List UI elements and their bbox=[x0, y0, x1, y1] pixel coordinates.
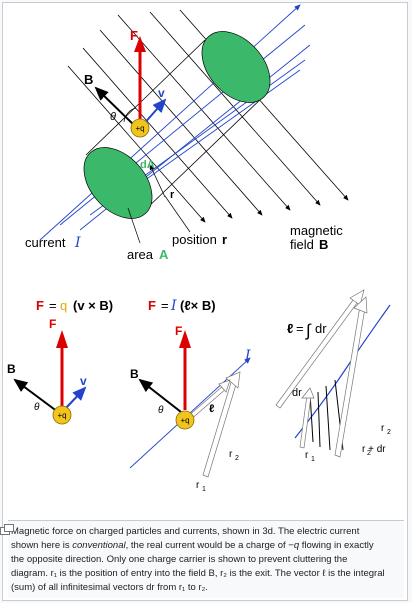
b-label-2: B bbox=[7, 362, 16, 376]
force-arrow bbox=[134, 36, 146, 52]
field-lines bbox=[67, 9, 349, 223]
eq1-q: q bbox=[60, 298, 67, 313]
charge-label: +q bbox=[135, 124, 144, 133]
da-label: dA bbox=[140, 159, 155, 171]
b-label-3: B bbox=[130, 367, 139, 381]
r2dr-sub: 2 bbox=[367, 450, 371, 457]
b-label: B bbox=[84, 72, 93, 87]
theta-label-3: θ bbox=[158, 405, 164, 416]
eq1-eq: = bbox=[49, 298, 57, 313]
eq1-f: F bbox=[36, 298, 44, 313]
force-arrow-3 bbox=[179, 330, 191, 348]
physics-figure: +q F B v θ dA r current I position r are… bbox=[7, 4, 391, 493]
eq2-i: I bbox=[170, 298, 177, 314]
r2-sub-4: 2 bbox=[387, 429, 391, 436]
eq2-rest: (ℓ× B) bbox=[180, 298, 216, 313]
r1-label-3: r bbox=[196, 480, 200, 491]
charge-label-2: +q bbox=[57, 411, 66, 420]
force-label: F bbox=[130, 28, 138, 43]
figure-caption: Magnetic force on charged particles and … bbox=[8, 520, 404, 598]
r2-label-3: r bbox=[229, 449, 233, 460]
caption-em-1: conventional bbox=[72, 540, 126, 551]
figure-frame bbox=[2, 2, 408, 601]
r2-label-4: r bbox=[381, 423, 385, 434]
caption-em-2: q bbox=[293, 540, 300, 551]
charge-dot-3 bbox=[175, 410, 195, 430]
l-label-3: ℓ bbox=[209, 403, 214, 415]
f-label-3: F bbox=[175, 324, 182, 338]
eq2-f: F bbox=[148, 298, 156, 313]
area-a-label: A bbox=[159, 247, 169, 262]
charge-label-3: +q bbox=[180, 416, 189, 425]
v-label: v bbox=[158, 86, 165, 100]
charge-dot-2 bbox=[52, 405, 72, 425]
field-b-label: B bbox=[319, 237, 328, 252]
field-label-2: field bbox=[290, 237, 314, 252]
eq3-eq: = bbox=[296, 321, 304, 336]
eq3-dr: dr bbox=[315, 321, 327, 336]
eq3-integral: ∫ bbox=[305, 321, 312, 340]
r2dr-label: r + dr bbox=[362, 444, 386, 455]
caption-text-3: flowing in exactly the opposite directio… bbox=[11, 540, 385, 593]
eq2-eq: = bbox=[161, 298, 169, 313]
area-label: area bbox=[127, 247, 154, 262]
r1-sub-3: 1 bbox=[202, 486, 206, 493]
r2-sub-3: 2 bbox=[235, 455, 239, 462]
position-label: position bbox=[172, 232, 217, 247]
theta-label: θ bbox=[110, 111, 116, 123]
position-r-label: r bbox=[222, 232, 227, 247]
current-label: current bbox=[25, 235, 66, 250]
force-arrow-2 bbox=[56, 330, 68, 348]
b-vector bbox=[94, 86, 138, 129]
charge-dot bbox=[130, 118, 150, 138]
f-label-2: F bbox=[49, 317, 56, 331]
theta-label-2: θ bbox=[34, 402, 40, 413]
eq3-l: ℓ bbox=[287, 321, 293, 336]
dr-label: dr bbox=[292, 387, 302, 399]
r1-sub-4: 1 bbox=[311, 456, 315, 463]
field-label-1: magnetic bbox=[290, 223, 343, 238]
v-label-2: v bbox=[80, 374, 87, 388]
current-i-label: I bbox=[74, 235, 81, 251]
caption-text-2: , the real current would be a charge of … bbox=[125, 540, 294, 551]
enlarge-icon[interactable] bbox=[0, 524, 14, 535]
r-label: r bbox=[170, 189, 175, 201]
r1-label-4: r bbox=[305, 450, 309, 461]
cylinder bbox=[83, 31, 271, 219]
eq1-rest: (v × B) bbox=[73, 298, 113, 313]
i-label-3: I bbox=[244, 348, 251, 364]
caption-text-1: Magnetic force on charged particles and … bbox=[11, 526, 360, 551]
